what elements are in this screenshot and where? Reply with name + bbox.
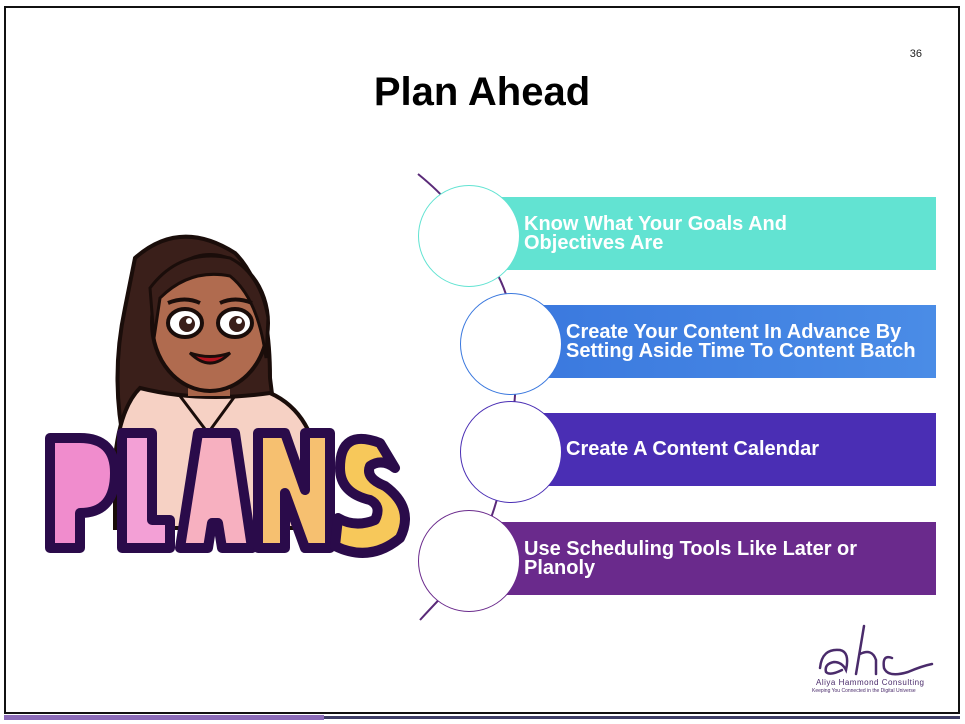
- logo-name: Aliya Hammond Consulting: [816, 678, 925, 687]
- step-circle-3: [460, 401, 562, 503]
- logo-letters-art: [818, 624, 934, 676]
- step-circle-1: [418, 185, 520, 287]
- page-number: 36: [909, 48, 922, 60]
- slide-title: Plan Ahead: [373, 70, 591, 114]
- step-text-1: Know What Your Goals And Objectives Are: [524, 212, 787, 254]
- company-logo: Aliya Hammond Consulting Keeping You Con…: [812, 618, 942, 698]
- step-text-4: Use Scheduling Tools Like Later or Plano…: [524, 537, 858, 579]
- bottom-accent-bar: [4, 715, 324, 720]
- logo-tagline: Keeping You Connected in the Digital Uni…: [812, 688, 916, 694]
- step-circle-4: [418, 510, 520, 612]
- plans-lettering: [45, 428, 410, 558]
- avatar-illustration: [45, 234, 410, 558]
- step-text-2: Create Your Content In Advance By Settin…: [566, 320, 916, 362]
- step-bar-1: Know What Your Goals And Objectives Are: [470, 197, 936, 270]
- step-bar-4: Use Scheduling Tools Like Later or Plano…: [470, 522, 936, 595]
- step-text-3: Create A Content Calendar: [566, 438, 820, 460]
- bottom-rule: [324, 716, 960, 719]
- step-bar-2: Create Your Content In Advance By Settin…: [512, 305, 936, 378]
- logo-swash: [818, 624, 934, 676]
- step-bar-3: Create A Content Calendar: [512, 413, 936, 486]
- step-circle-2: [460, 293, 562, 395]
